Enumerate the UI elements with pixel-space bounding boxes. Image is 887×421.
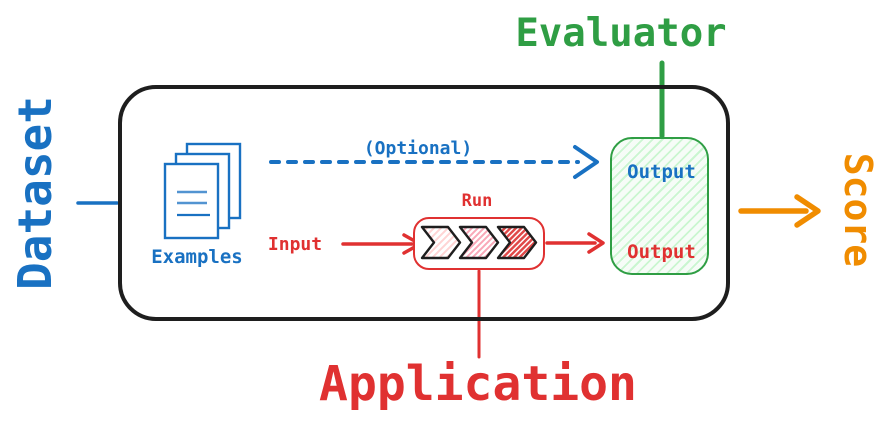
run-steps-chevrons-icon <box>420 225 538 260</box>
chevron-step-3-icon <box>496 225 538 260</box>
app-output-label: Output <box>627 241 696 263</box>
input-label: Input <box>267 234 323 255</box>
run-label: Run <box>461 191 493 211</box>
score-arrow <box>738 194 821 228</box>
dataset-label: Dataset <box>8 96 62 290</box>
evaluator-output-box: Output Output <box>610 137 709 275</box>
evaluator-label: Evaluator <box>515 11 727 56</box>
chevron-step-1-icon <box>420 225 462 260</box>
score-label: Score <box>836 152 880 268</box>
reference-output-label: Output <box>627 161 696 183</box>
optional-label: (Optional) <box>363 138 473 159</box>
application-label: Application <box>319 356 637 412</box>
chevron-step-2-icon <box>458 225 500 260</box>
run-box <box>413 217 545 270</box>
examples-label: Examples <box>151 246 243 268</box>
pipeline-container-box <box>118 85 730 321</box>
documents-stack-icon <box>163 142 242 240</box>
